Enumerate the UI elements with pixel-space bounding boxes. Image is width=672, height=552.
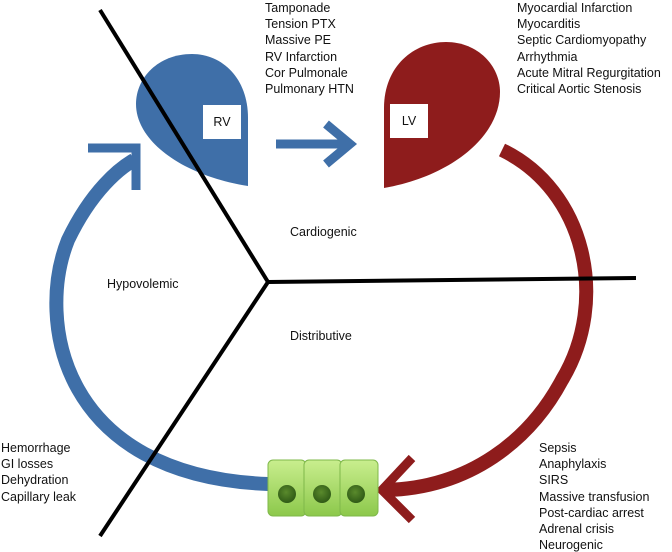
blue-arrowhead — [88, 143, 141, 190]
rv-label: RV — [203, 105, 241, 139]
divider-line-upper-left — [98, 8, 270, 284]
rv-to-lv-arrowhead — [323, 120, 358, 168]
list-item: GI losses — [1, 457, 54, 472]
rv-causes-list: Tamponade Tension PTX Massive PE RV Infa… — [265, 0, 354, 97]
list-item: Myocardial Infarction — [517, 1, 633, 15]
lv-label: LV — [390, 104, 428, 138]
cell-3-nucleus — [347, 485, 365, 503]
list-item: Anaphylaxis — [539, 457, 607, 472]
divider-line-lower-left — [98, 280, 270, 538]
lv-causes-list: Myocardial Infarction Myocarditis Septic… — [517, 0, 661, 97]
list-item: Arrhythmia — [517, 49, 578, 64]
blue-circulation-arc — [49, 153, 269, 491]
hypovolemic-label: Hypovolemic — [107, 277, 179, 291]
cell-1-nucleus — [278, 485, 296, 503]
list-item: Cor Pulmonale — [265, 65, 348, 80]
list-item: Neurogenic — [539, 538, 603, 552]
list-item: Tamponade — [265, 1, 331, 15]
cell-2-nucleus — [313, 485, 331, 503]
list-item: Critical Aortic Stenosis — [517, 82, 642, 97]
red-arrowhead — [375, 454, 416, 524]
list-item: Adrenal crisis — [539, 522, 615, 537]
list-item: Hemorrhage — [1, 441, 71, 455]
list-item: Acute Mitral Regurgitation — [517, 65, 661, 80]
list-item: Myocarditis — [517, 17, 581, 32]
list-item: Sepsis — [539, 441, 577, 455]
list-item: Septic Cardiomyopathy — [517, 33, 647, 48]
list-item: RV Infarction — [265, 49, 338, 64]
list-item: Massive PE — [265, 33, 331, 48]
list-item: SIRS — [539, 473, 569, 488]
list-item: Capillary leak — [1, 489, 77, 504]
hypovolemic-causes-list: Hemorrhage GI losses Dehydration Capilla… — [1, 440, 76, 505]
cell-group — [267, 459, 379, 517]
right-ventricle-shape — [136, 54, 248, 186]
divider-line-right — [267, 276, 637, 284]
left-ventricle-shape — [384, 42, 500, 188]
red-circulation-arc — [385, 143, 594, 497]
list-item: Tension PTX — [265, 17, 336, 32]
distributive-label: Distributive — [290, 329, 352, 343]
list-item: Post-cardiac arrest — [539, 505, 644, 520]
list-item: Massive transfusion — [539, 489, 650, 504]
cardiogenic-label: Cardiogenic — [290, 225, 357, 239]
list-item: Dehydration — [1, 473, 69, 488]
list-item: Pulmonary HTN — [265, 82, 354, 97]
distributive-causes-list: Sepsis Anaphylaxis SIRS Massive transfus… — [539, 440, 649, 552]
